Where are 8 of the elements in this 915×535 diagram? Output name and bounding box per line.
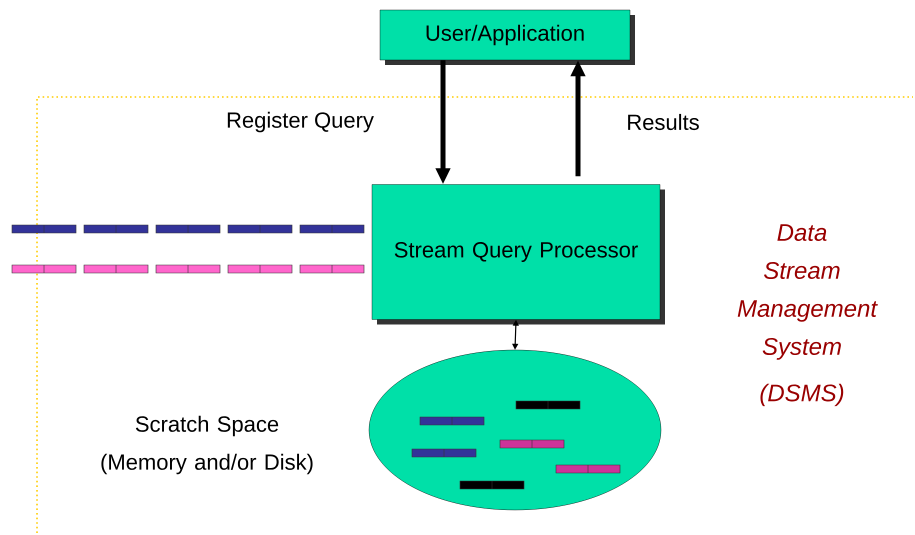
process-box: User/Application: [380, 10, 635, 65]
system-label: (DSMS): [760, 384, 844, 406]
edge-label: Register Query: [224, 110, 376, 134]
system-label: Data Stream Management System: [738, 224, 878, 360]
edge-label: Results: [624, 112, 702, 132]
storage-label: Scratch Space (Memory and/or Disk): [101, 416, 313, 474]
storage-ellipse: [368, 350, 662, 510]
process-box: Stream Query Processor: [372, 184, 665, 324]
